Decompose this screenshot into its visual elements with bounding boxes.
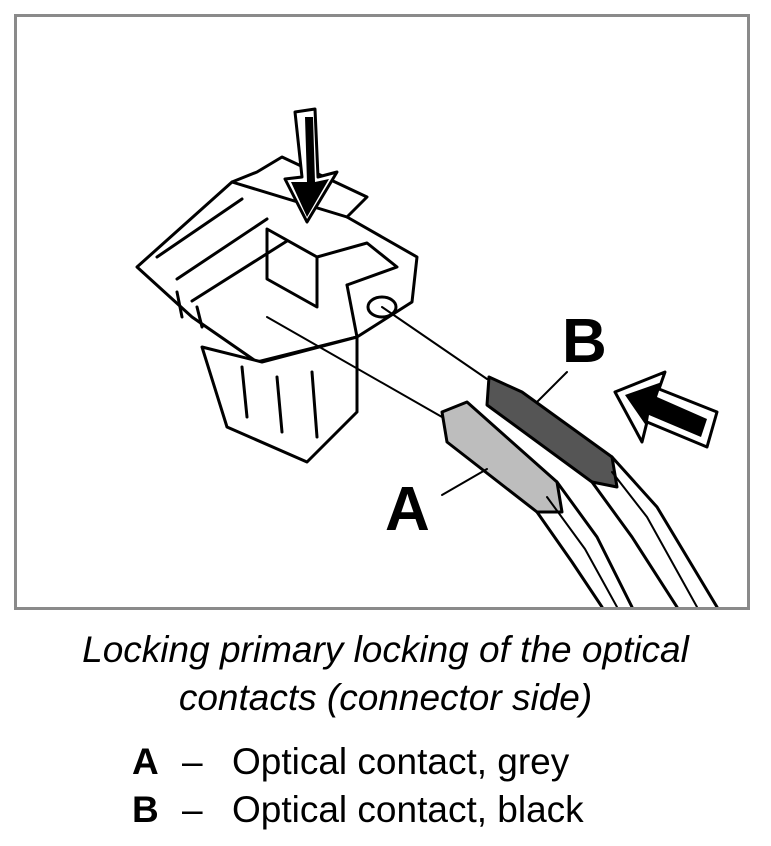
callout-b: B xyxy=(562,307,607,376)
figure-caption: Locking primary locking of the optical c… xyxy=(20,626,751,722)
leader-line-b xyxy=(536,371,568,403)
leader-line-a xyxy=(441,468,488,496)
legend-dash: – xyxy=(182,789,203,830)
guide-lines xyxy=(266,306,488,418)
legend-item-a: A – Optical contact, grey xyxy=(132,738,584,786)
figure-frame: B A xyxy=(14,14,750,610)
connector-illustration: B A xyxy=(135,107,719,607)
legend: A – Optical contact, grey B – Optical co… xyxy=(132,738,584,834)
legend-key: B xyxy=(132,789,159,830)
legend-key: A xyxy=(132,741,159,782)
connector-housing xyxy=(135,155,419,464)
legend-text: Optical contact, black xyxy=(232,789,584,830)
caption-line-1: Locking primary locking of the optical xyxy=(82,629,689,670)
legend-dash: – xyxy=(182,741,203,782)
legend-text: Optical contact, grey xyxy=(232,741,570,782)
optical-contact-grey xyxy=(440,400,634,607)
push-in-arrow xyxy=(613,370,719,449)
caption-line-2: contacts (connector side) xyxy=(178,677,593,718)
callout-a: A xyxy=(385,475,430,544)
push-down-arrow xyxy=(283,107,339,224)
optical-contact-black xyxy=(485,375,719,607)
legend-item-b: B – Optical contact, black xyxy=(132,786,584,834)
